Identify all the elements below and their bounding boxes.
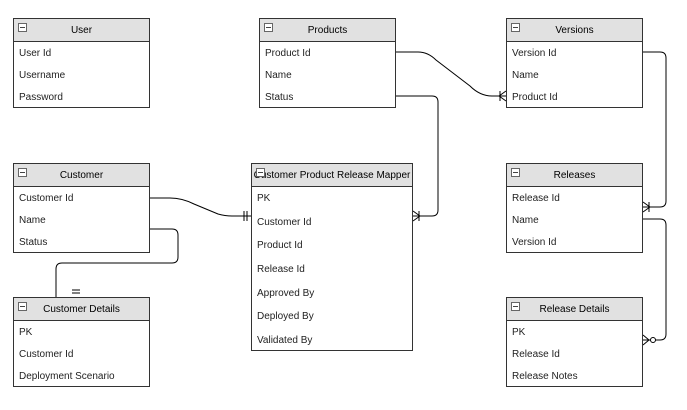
entity-header[interactable]: User <box>14 19 149 42</box>
relationship-customer-mapper[interactable] <box>150 197 251 217</box>
entity-title: Releases <box>553 169 596 181</box>
entity-user[interactable]: User User Id Username Password <box>13 18 150 108</box>
entity-releases[interactable]: Releases Release Id Name Version Id <box>506 163 643 253</box>
entity-header[interactable]: Customer Details <box>14 298 149 321</box>
field-release-id: Release Id <box>512 192 560 204</box>
field-release-id: Release Id <box>512 348 560 360</box>
crowfoot-mark <box>498 95 507 102</box>
crowfoot-mark <box>642 334 650 341</box>
entity-header[interactable]: Release Details <box>507 298 642 321</box>
collapse-icon[interactable] <box>18 302 27 311</box>
relationship-products-versions[interactable] <box>396 51 506 97</box>
entity-title: Customer <box>59 169 104 181</box>
field-pk: PK <box>19 326 33 338</box>
collapse-icon[interactable] <box>18 168 27 177</box>
collapse-icon[interactable] <box>264 23 273 32</box>
field-password: Password <box>19 92 63 104</box>
entity-header[interactable]: Customer <box>14 164 149 187</box>
collapse-icon[interactable] <box>256 168 265 177</box>
collapse-icon[interactable] <box>511 302 520 311</box>
field-release-id: Release Id <box>257 264 305 276</box>
field-product-id: Product Id <box>512 92 558 104</box>
entity-title: Products <box>307 24 348 36</box>
relationship-releases-release-details[interactable] <box>643 218 667 341</box>
entity-products[interactable]: Products Product Id Name Status <box>259 18 396 108</box>
crowfoot-mark <box>412 210 421 217</box>
field-release-notes: Release Notes <box>512 371 578 383</box>
entity-title: Versions <box>555 24 594 36</box>
crowfoot-mark <box>642 201 651 208</box>
field-product-id: Product Id <box>257 240 303 252</box>
field-pk: PK <box>257 193 271 205</box>
field-name: Name <box>512 69 539 81</box>
entity-release-details[interactable]: Release Details PK Release Id Release No… <box>506 297 643 387</box>
entity-title: Customer Details <box>43 303 120 315</box>
collapse-icon[interactable] <box>511 168 520 177</box>
field-validated-by: Validated By <box>257 334 313 346</box>
entity-customer-details[interactable]: Customer Details PK Customer Id Deployme… <box>13 297 150 387</box>
relationship-versions-releases[interactable] <box>643 51 667 208</box>
field-deployed-by: Deployed By <box>257 311 314 323</box>
field-deployment-scenario: Deployment Scenario <box>19 371 115 383</box>
field-username: Username <box>19 69 66 81</box>
field-user-id: User Id <box>19 47 52 59</box>
field-product-id: Product Id <box>265 47 311 59</box>
zero-mark <box>650 337 656 343</box>
crowfoot-mark <box>412 215 421 222</box>
entity-versions[interactable]: Versions Version Id Name Product Id <box>506 18 643 108</box>
entity-header[interactable]: Customer Product Release Mapper <box>252 164 412 187</box>
entity-customer-product-release-mapper[interactable]: Customer Product Release Mapper PK Custo… <box>251 163 413 351</box>
entity-title: Release Details <box>539 303 610 315</box>
crowfoot-mark <box>642 339 650 346</box>
field-name: Name <box>512 214 539 226</box>
field-pk: PK <box>512 326 526 338</box>
entity-header[interactable]: Versions <box>507 19 642 42</box>
entity-customer[interactable]: Customer Customer Id Name Status <box>13 163 150 253</box>
field-status: Status <box>265 92 294 104</box>
field-customer-id: Customer Id <box>19 192 74 204</box>
field-approved-by: Approved By <box>257 287 315 299</box>
entity-header[interactable]: Products <box>260 19 395 42</box>
entity-title: Customer Product Release Mapper <box>253 169 411 181</box>
field-customer-id: Customer Id <box>257 216 312 228</box>
crowfoot-mark <box>642 206 651 213</box>
field-name: Name <box>265 69 292 81</box>
collapse-icon[interactable] <box>18 23 27 32</box>
collapse-icon[interactable] <box>511 23 520 32</box>
field-status: Status <box>19 237 48 249</box>
field-customer-id: Customer Id <box>19 348 74 360</box>
entity-title: User <box>70 24 93 36</box>
field-name: Name <box>19 214 46 226</box>
field-version-id: Version Id <box>512 47 557 59</box>
crowfoot-mark <box>498 90 507 97</box>
field-version-id: Version Id <box>512 237 557 249</box>
entity-header[interactable]: Releases <box>507 164 642 187</box>
